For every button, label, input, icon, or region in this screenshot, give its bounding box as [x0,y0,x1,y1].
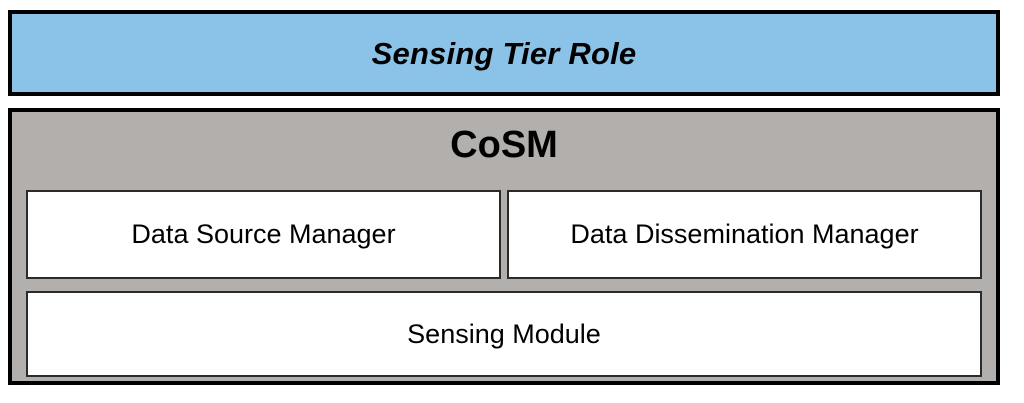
data-source-manager-label: Data Source Manager [131,219,396,249]
sensing-module-label: Sensing Module [407,318,601,349]
cosm-title: CoSM [450,124,558,166]
data-dissemination-manager-box: Data Dissemination Manager [507,190,982,279]
sensing-tier-role-label: Sensing Tier Role [371,35,637,71]
sensing-tier-role-banner: Sensing Tier Role [8,10,1000,96]
data-dissemination-manager-label: Data Dissemination Manager [570,219,919,249]
sensing-module-box: Sensing Module [26,291,982,377]
data-source-manager-box: Data Source Manager [26,190,501,279]
sensing-module-row: Sensing Module [26,291,982,377]
manager-row: Data Source Manager Data Dissemination M… [26,190,982,279]
cosm-container: CoSM Data Source Manager Data Disseminat… [8,108,1000,385]
